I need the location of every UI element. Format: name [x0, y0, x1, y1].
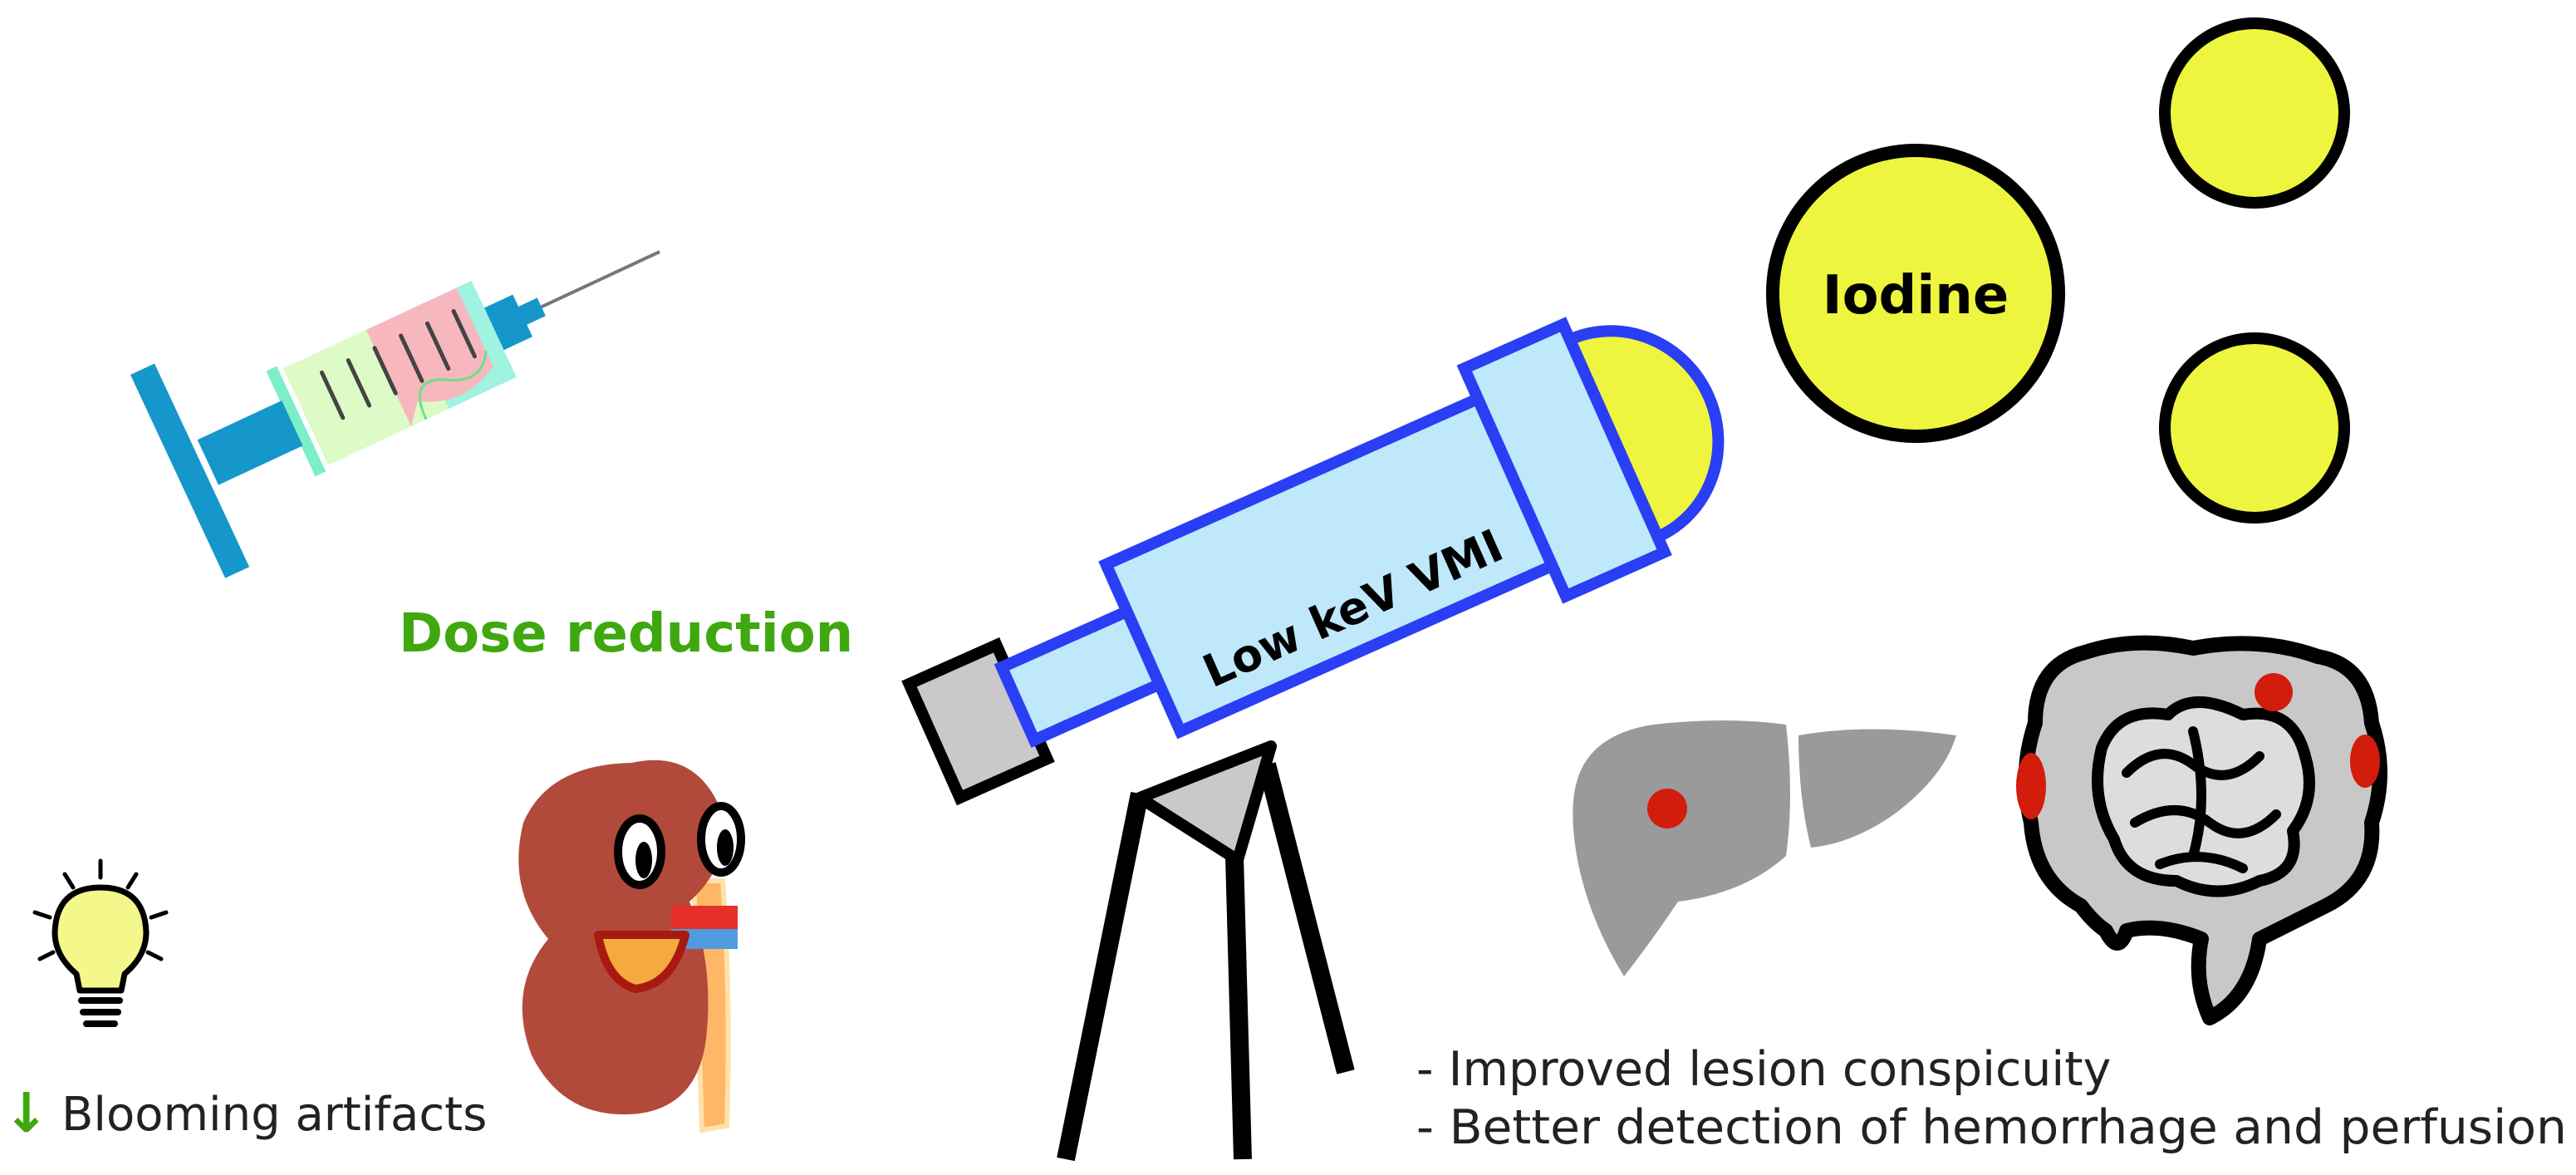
blooming-arrow-icon: ↓ — [3, 1081, 49, 1145]
kidney-icon — [518, 760, 745, 1133]
liver-lesion — [1647, 789, 1687, 828]
dose-reduction-label: Dose reduction — [399, 603, 853, 665]
syringe-icon — [130, 250, 660, 578]
benefit-hemorrhage-perfusion: - Better detection of hemorrhage and per… — [1416, 1100, 2567, 1155]
benefit-lesion-conspicuity: - Improved lesion conspicuity — [1416, 1042, 2111, 1097]
iodine-circle-icon — [1766, 144, 2065, 443]
bowel-lesion-top — [2255, 673, 2293, 711]
bowel-lesion-left — [2016, 753, 2046, 819]
bowel-lesion-right — [2350, 735, 2380, 788]
blooming-artifacts-label: Blooming artifacts — [61, 1088, 487, 1142]
telescope-icon: Low keV VMI — [901, 317, 1725, 1162]
iodine-label: Iodine — [1823, 265, 2009, 327]
liver-icon — [1573, 720, 1956, 976]
iodine-circle-small-top — [2159, 17, 2350, 209]
iodine-circle-small-bottom — [2159, 332, 2350, 524]
lightbulb-icon — [32, 858, 169, 1027]
bowel-icon — [2016, 635, 2387, 1025]
